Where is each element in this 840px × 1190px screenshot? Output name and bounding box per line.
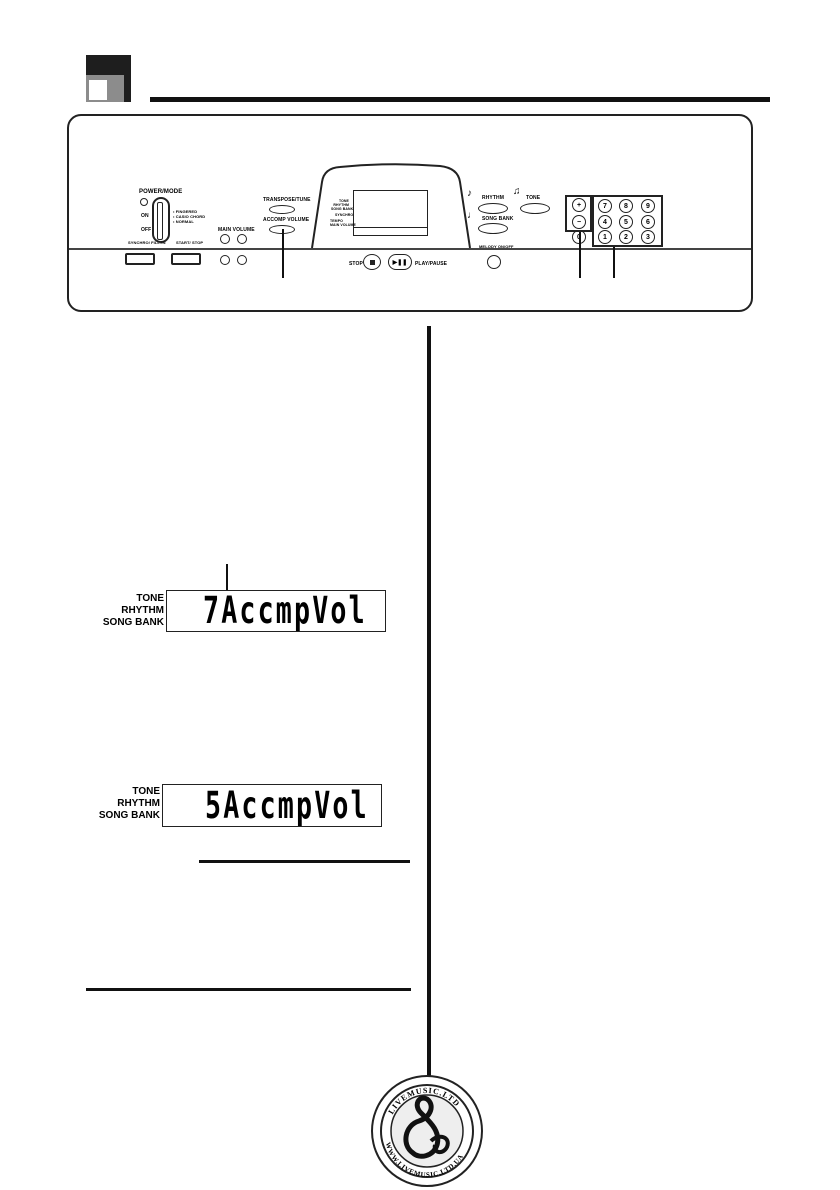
key-4[interactable]: 4 (598, 215, 612, 229)
mode-normal-label: • NORMAL (173, 219, 194, 224)
lcd1-label-tone: TONE (136, 593, 164, 604)
lcd1-label-rhythm: RHYTHM (121, 605, 164, 616)
power-slider-track (157, 202, 163, 240)
header-rule (150, 97, 770, 102)
note-top-rule (199, 860, 410, 863)
callout-keypad (613, 247, 615, 278)
column-divider (427, 326, 431, 1079)
lcd2-label-tone: TONE (132, 786, 160, 797)
keypad-box (592, 195, 663, 247)
play-pause-button[interactable]: ▶❚❚ (388, 254, 412, 270)
panel-display-label-songbank: SONG BANK (331, 207, 354, 211)
panel-display-label-tone: TONE (338, 199, 349, 203)
synchro-fillin-button[interactable] (125, 253, 155, 265)
mode-fingered-label: • FINGERED (173, 209, 198, 214)
start-stop-button[interactable] (171, 253, 201, 265)
synchro-fillin-label: SYNCHRO/ FILL-IN (128, 240, 166, 245)
start-stop-label: START/ STOP (176, 240, 204, 245)
panel-tempo-label: TEMPO MAIN VOLUME (330, 219, 356, 227)
key-5[interactable]: 5 (619, 215, 633, 229)
callout-plus-minus (579, 232, 581, 278)
transpose-tune-button[interactable] (269, 205, 295, 214)
power-off-label: OFF (141, 227, 152, 233)
main-volume-knob-4[interactable] (237, 255, 247, 265)
panel-lcd-divider (353, 227, 428, 228)
rhythm-button[interactable] (478, 203, 508, 214)
song-bank-icon: ♩ (467, 210, 477, 221)
lcd2-labels: TONE RHYTHM SONG BANK (96, 786, 160, 822)
accomp-volume-label: ACCOMP VOLUME (263, 217, 310, 223)
key-9[interactable]: 9 (641, 199, 655, 213)
power-mode-slider[interactable] (152, 197, 170, 243)
tone-note-icon: ♫ (513, 186, 521, 197)
play-pause-icon: ▶❚❚ (392, 259, 408, 266)
livemusic-logo-art: LIVEMUSIC.LTD WWW.LIVEMUSIC.LTD.UA (380, 1084, 474, 1179)
main-volume-label: MAIN VOLUME (218, 227, 255, 233)
key-8[interactable]: 8 (619, 199, 633, 213)
lcd2-label-songbank: SONG BANK (98, 810, 160, 821)
panel-display-label-rhythm: RHYTHM (333, 203, 349, 207)
lcd1-text: 7AccmpVol (203, 589, 367, 632)
key-6[interactable]: 6 (641, 215, 655, 229)
key-7[interactable]: 7 (598, 199, 612, 213)
main-volume-knob-3[interactable] (220, 255, 230, 265)
stop-icon (369, 259, 375, 265)
keyboard-panel (67, 114, 753, 312)
tone-label: TONE (526, 195, 541, 201)
rhythm-drum-icon: ♪ (467, 188, 472, 199)
section-mark-highlight (89, 80, 107, 100)
play-pause-label: PLAY/PAUSE (415, 261, 448, 267)
callout-accomp-volume (282, 229, 284, 278)
key-1[interactable]: 1 (598, 230, 612, 244)
panel-display-labels: TONE RHYTHM SONG BANK (331, 199, 354, 211)
main-volume-knob-1[interactable] (220, 234, 230, 244)
panel-synchro-label: SYNCHRO (335, 213, 354, 217)
mode-casio-chord-label: • CASIO CHORD (173, 214, 206, 219)
stop-label: STOP (349, 261, 363, 267)
power-mode-label: POWER/MODE (139, 189, 183, 195)
melody-off-button[interactable] (487, 255, 501, 269)
lcd1-display (166, 590, 386, 632)
transpose-tune-label: TRANSPOSE/TUNE (263, 197, 311, 203)
callout-lcd1-value (226, 564, 228, 592)
minus-button[interactable]: − (572, 215, 586, 229)
key-2[interactable]: 2 (619, 230, 633, 244)
power-on-label: ON (141, 213, 149, 219)
note-bottom-rule (86, 988, 411, 991)
song-bank-label: SONG BANK (482, 216, 514, 222)
key-3[interactable]: 3 (641, 230, 655, 244)
song-bank-button[interactable] (478, 223, 508, 234)
stop-button[interactable] (363, 254, 381, 270)
rhythm-label: RHYTHM (482, 195, 504, 201)
lcd2-display (162, 784, 382, 827)
lcd1-label-songbank: SONG BANK (102, 617, 164, 628)
plus-button[interactable]: + (572, 198, 586, 212)
lcd1-labels: TONE RHYTHM SONG BANK (100, 593, 164, 629)
lcd2-label-rhythm: RHYTHM (117, 798, 160, 809)
panel-base-line (69, 248, 751, 250)
lcd2-text: 5AccmpVol (205, 784, 369, 827)
power-led-icon (140, 198, 148, 206)
melody-off-label: MELODY ON/OFF (479, 244, 514, 249)
display-housing (311, 163, 471, 249)
main-volume-knob-2[interactable] (237, 234, 247, 244)
panel-lcd (353, 190, 428, 236)
tone-button[interactable] (520, 203, 550, 214)
